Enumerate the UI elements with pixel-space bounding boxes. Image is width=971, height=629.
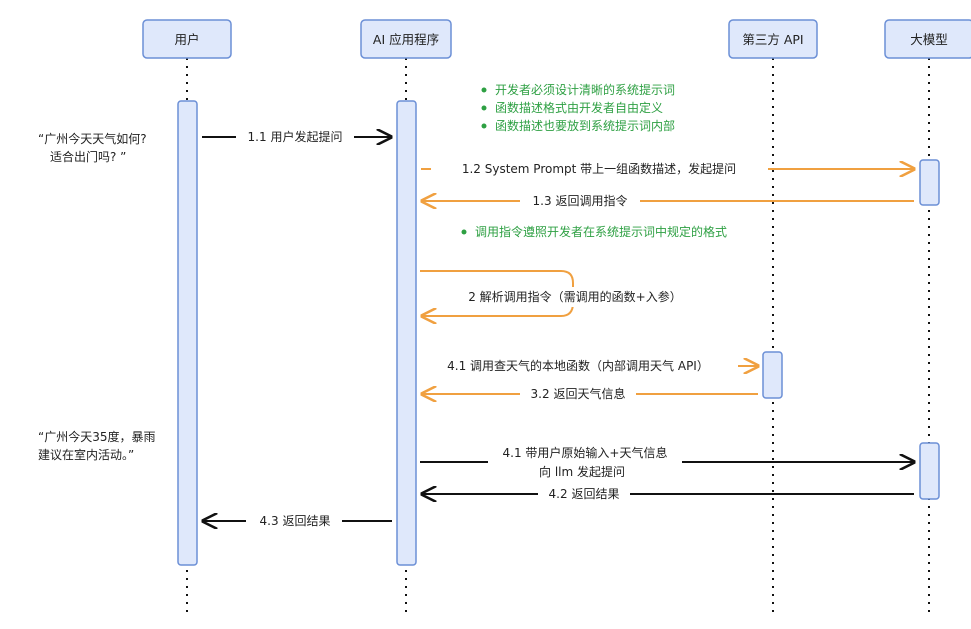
user-quote-1-line2: 适合出门吗? ” bbox=[50, 149, 126, 164]
message-3-2-label: 3.2 返回天气信息 bbox=[531, 386, 626, 401]
message-4-3-label: 4.3 返回结果 bbox=[260, 514, 331, 528]
message-1-1: 1.1 用户发起提问 bbox=[202, 129, 391, 144]
activation-api bbox=[762, 351, 783, 399]
participant-user: 用户 bbox=[142, 19, 232, 59]
message-3-2: 3.2 返回天气信息 bbox=[422, 386, 758, 401]
activation-user bbox=[177, 100, 198, 566]
participant-llm-label: 大模型 bbox=[910, 32, 948, 47]
participant-llm: 大模型 bbox=[884, 19, 971, 59]
message-1-2: 1.2 System Prompt 带上一组函数描述，发起提问 bbox=[421, 161, 914, 176]
user-quote-1-line1: “广州今天天气如何? bbox=[38, 131, 147, 146]
note-top-3: 函数描述也要放到系统提示词内部 bbox=[495, 118, 675, 133]
instruction-note: 调用指令遵照开发者在系统提示词中规定的格式 bbox=[461, 224, 727, 239]
message-4-1-llm-label-2: 向 llm 发起提问 bbox=[539, 464, 625, 479]
message-1-3-label: 1.3 返回调用指令 bbox=[533, 193, 628, 208]
message-2-self-call: 2 解析调用指令（需调用的函数+入参） bbox=[420, 270, 710, 316]
participant-app-label: AI 应用程序 bbox=[373, 32, 439, 47]
participant-app: AI 应用程序 bbox=[360, 19, 452, 59]
participant-api-label: 第三方 API bbox=[742, 32, 803, 47]
message-4-1-api: 4.1 调用查天气的本地函数（内部调用天气 API） bbox=[447, 358, 758, 373]
message-4-1-api-label: 4.1 调用查天气的本地函数（内部调用天气 API） bbox=[447, 358, 709, 373]
message-4-3: 4.3 返回结果 bbox=[203, 514, 392, 528]
message-1-2-label: 1.2 System Prompt 带上一组函数描述，发起提问 bbox=[462, 161, 736, 176]
message-2-label: 2 解析调用指令（需调用的函数+入参） bbox=[468, 289, 682, 304]
message-4-2: 4.2 返回结果 bbox=[422, 487, 914, 501]
message-1-3: 1.3 返回调用指令 bbox=[422, 193, 914, 208]
message-4-2-label: 4.2 返回结果 bbox=[549, 487, 620, 501]
note-mid: 调用指令遵照开发者在系统提示词中规定的格式 bbox=[475, 224, 727, 239]
activation-app bbox=[396, 100, 417, 566]
user-quote-2-line1: “广州今天35度，暴雨 bbox=[38, 429, 156, 444]
activation-llm-2 bbox=[919, 442, 940, 500]
participant-api: 第三方 API bbox=[728, 19, 818, 59]
note-top-2: 函数描述格式由开发者自由定义 bbox=[495, 100, 663, 115]
developer-notes: 开发者必须设计清晰的系统提示词 函数描述格式由开发者自由定义 函数描述也要放到系… bbox=[481, 82, 675, 133]
activation-llm-1 bbox=[919, 159, 940, 206]
note-top-1: 开发者必须设计清晰的系统提示词 bbox=[495, 82, 675, 97]
message-4-1-llm: 4.1 带用户原始输入+天气信息 向 llm 发起提问 bbox=[420, 445, 914, 479]
message-4-1-llm-label-1: 4.1 带用户原始输入+天气信息 bbox=[503, 445, 668, 460]
user-quote-2-line2: 建议在室内活动。” bbox=[38, 447, 134, 462]
message-1-1-label: 1.1 用户发起提问 bbox=[248, 129, 343, 144]
participant-user-label: 用户 bbox=[174, 32, 199, 47]
